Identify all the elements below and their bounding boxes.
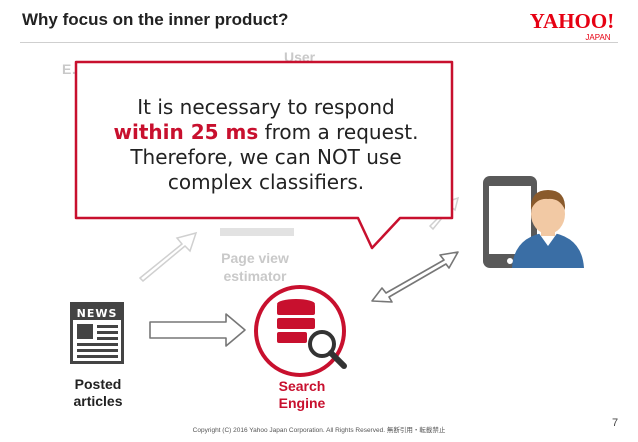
slide-title: Why focus on the inner product? bbox=[22, 10, 289, 29]
callout-line-2: within 25 ms from a request. bbox=[84, 120, 448, 145]
news-articles-icon: NEWS bbox=[70, 302, 124, 364]
title-divider bbox=[20, 42, 618, 43]
copyright-notice: Copyright (C) 2016 Yahoo Japan Corporati… bbox=[192, 427, 446, 434]
page-number: 7 bbox=[612, 417, 619, 429]
callout-line-1: It is necessary to respond bbox=[137, 95, 395, 119]
posted-articles-label: Posted articles bbox=[58, 376, 138, 410]
page-view-estimator-line1: Page view bbox=[221, 250, 289, 266]
search-engine-line2: Engine bbox=[278, 395, 326, 411]
logo-main-text: YAHOO! bbox=[530, 9, 614, 33]
callout-bubble bbox=[74, 60, 454, 250]
callout-line-2-rest: from a request. bbox=[258, 120, 419, 144]
estimator-box-faded bbox=[220, 228, 294, 236]
search-engine-label: Search Engine bbox=[262, 378, 342, 412]
user-avatar-icon bbox=[512, 190, 584, 268]
logo-sub-text: JAPAN bbox=[585, 33, 610, 42]
posted-articles-line1: Posted bbox=[74, 376, 122, 392]
double-arrow-icon bbox=[371, 251, 459, 303]
posted-articles-line2: articles bbox=[73, 393, 123, 409]
page-view-estimator-label: Page view estimator bbox=[212, 249, 298, 285]
arrow-articles-to-engine-icon bbox=[149, 313, 246, 347]
callout-line-3: Therefore, we can NOT use bbox=[130, 145, 402, 169]
search-engine-line1: Search bbox=[278, 378, 326, 394]
faded-arrow-left bbox=[138, 231, 198, 283]
news-icon-label: NEWS bbox=[77, 307, 118, 320]
page-view-estimator-line2: estimator bbox=[223, 268, 287, 284]
callout-highlight: within 25 ms bbox=[113, 120, 259, 144]
callout-line-4: complex classifiers. bbox=[167, 170, 365, 194]
yahoo-japan-logo: YAHOO! JAPAN bbox=[530, 9, 614, 42]
search-engine-icon bbox=[254, 285, 347, 377]
callout-text: It is necessary to respond within 25 ms … bbox=[84, 95, 448, 195]
